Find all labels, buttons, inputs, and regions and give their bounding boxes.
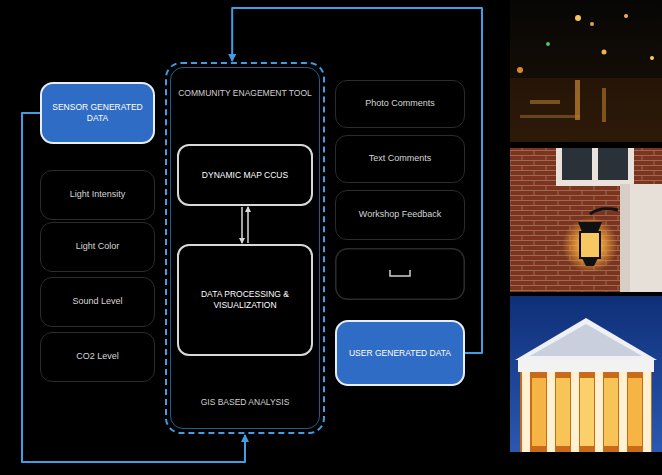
portico-photo bbox=[510, 296, 662, 452]
box-label: Light Intensity bbox=[70, 189, 126, 200]
placeholder-box bbox=[336, 249, 465, 300]
box-label: Light Color bbox=[76, 241, 120, 252]
box-label: CO2 Level bbox=[76, 351, 119, 362]
input-box: Photo Comments bbox=[335, 80, 465, 128]
container-footer: GIS BASED ANALYSIS bbox=[175, 397, 315, 408]
box-label: DYNAMIC MAP CCUS bbox=[202, 170, 288, 181]
night-street-photo bbox=[510, 0, 662, 142]
sensor-box: Sound Level bbox=[40, 277, 155, 327]
wall-lamp-photo bbox=[510, 148, 662, 292]
process-box: DYNAMIC MAP CCUS bbox=[177, 144, 313, 206]
box-label: Text Comments bbox=[369, 153, 432, 164]
input-box: Workshop Feedback bbox=[335, 190, 465, 240]
process-box: DATA PROCESSING & VISUALIZATION bbox=[177, 244, 313, 356]
sensor-box: Light Color bbox=[40, 222, 155, 272]
box-label: Sound Level bbox=[72, 296, 122, 307]
connector bbox=[242, 207, 248, 243]
box-label: DATA PROCESSING & VISUALIZATION bbox=[187, 289, 303, 310]
box-label: Photo Comments bbox=[365, 98, 435, 109]
box-label: USER GENERATED DATA bbox=[349, 348, 451, 359]
tool-container: COMMUNITY ENAGEMENT TOOL GIS BASED ANALYS… bbox=[165, 62, 325, 434]
box-label: SENSOR GENERATED DATA bbox=[50, 102, 145, 123]
user-data-box: USER GENERATED DATA bbox=[335, 320, 465, 386]
sensor-data-box: SENSOR GENERATED DATA bbox=[40, 82, 155, 144]
container-title: COMMUNITY ENAGEMENT TOOL bbox=[175, 88, 315, 99]
box-label: Workshop Feedback bbox=[359, 209, 441, 220]
input-box: Text Comments bbox=[335, 135, 465, 183]
sensor-box: CO2 Level bbox=[40, 332, 155, 382]
sensor-box: Light Intensity bbox=[40, 170, 155, 220]
